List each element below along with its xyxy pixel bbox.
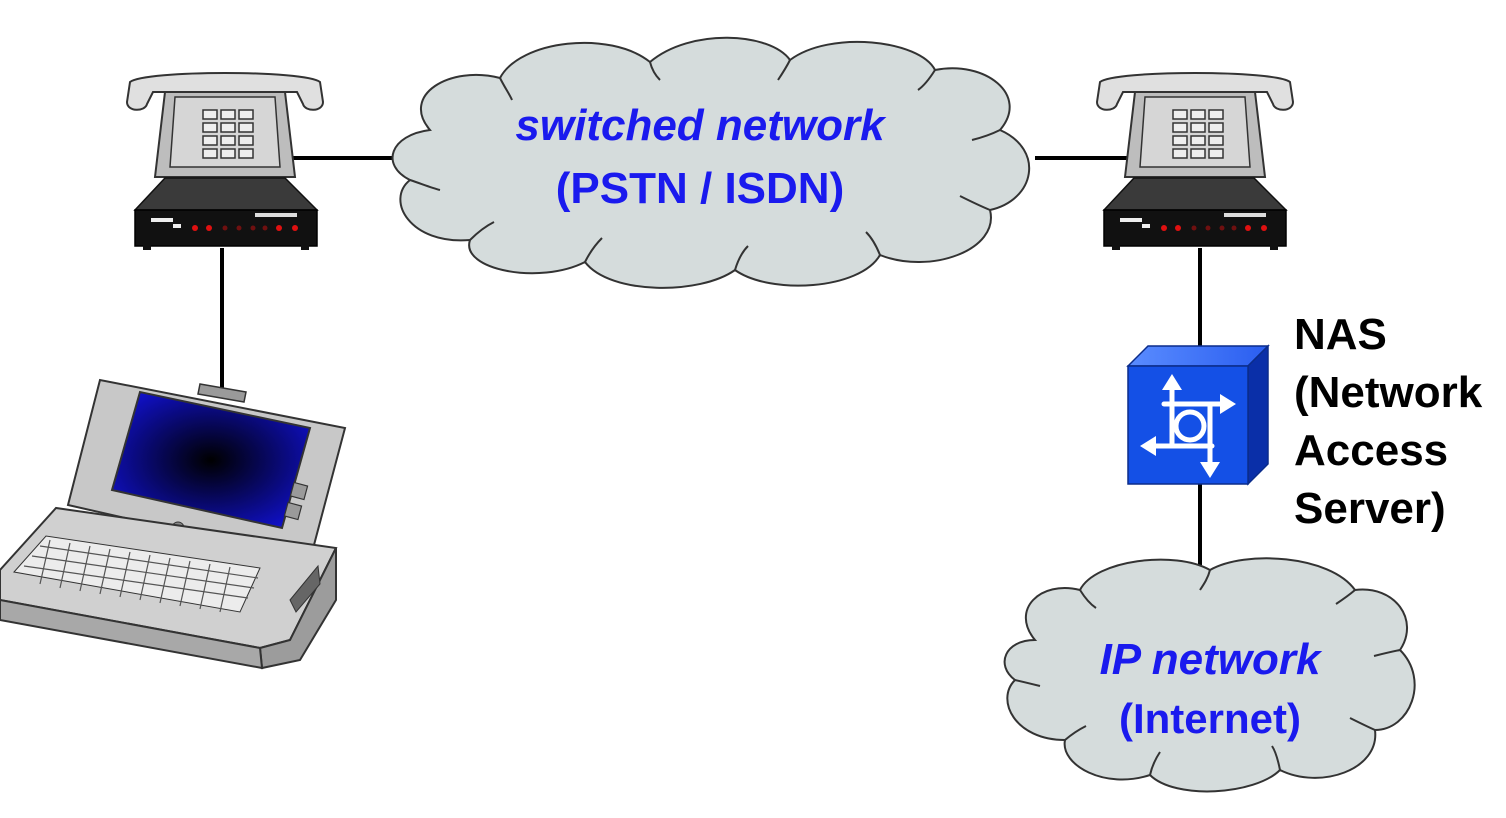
switched-network-cloud-icon [391,36,1031,289]
nas-router-icon [1126,344,1270,486]
left-telephone-icon [125,72,325,178]
right-modem-icon [1102,177,1288,250]
nas-label-line-3: Access [1294,426,1449,475]
nas-label-line-4: Server) [1294,484,1446,533]
laptop-icon [0,378,347,670]
ip-network-cloud-icon [1003,557,1416,793]
nas-label-line-2: (Network [1294,368,1483,417]
left-modem-icon [133,177,319,250]
switched-network-title: switched network [515,101,885,150]
ip-network-subtitle: (Internet) [1119,695,1301,742]
right-telephone-icon [1095,72,1295,178]
ip-network-title: IP network [1099,635,1321,684]
switched-network-subtitle: (PSTN / ISDN) [555,164,845,213]
connection-lines [220,156,1202,565]
nas-label-line-1: NAS [1294,310,1387,359]
